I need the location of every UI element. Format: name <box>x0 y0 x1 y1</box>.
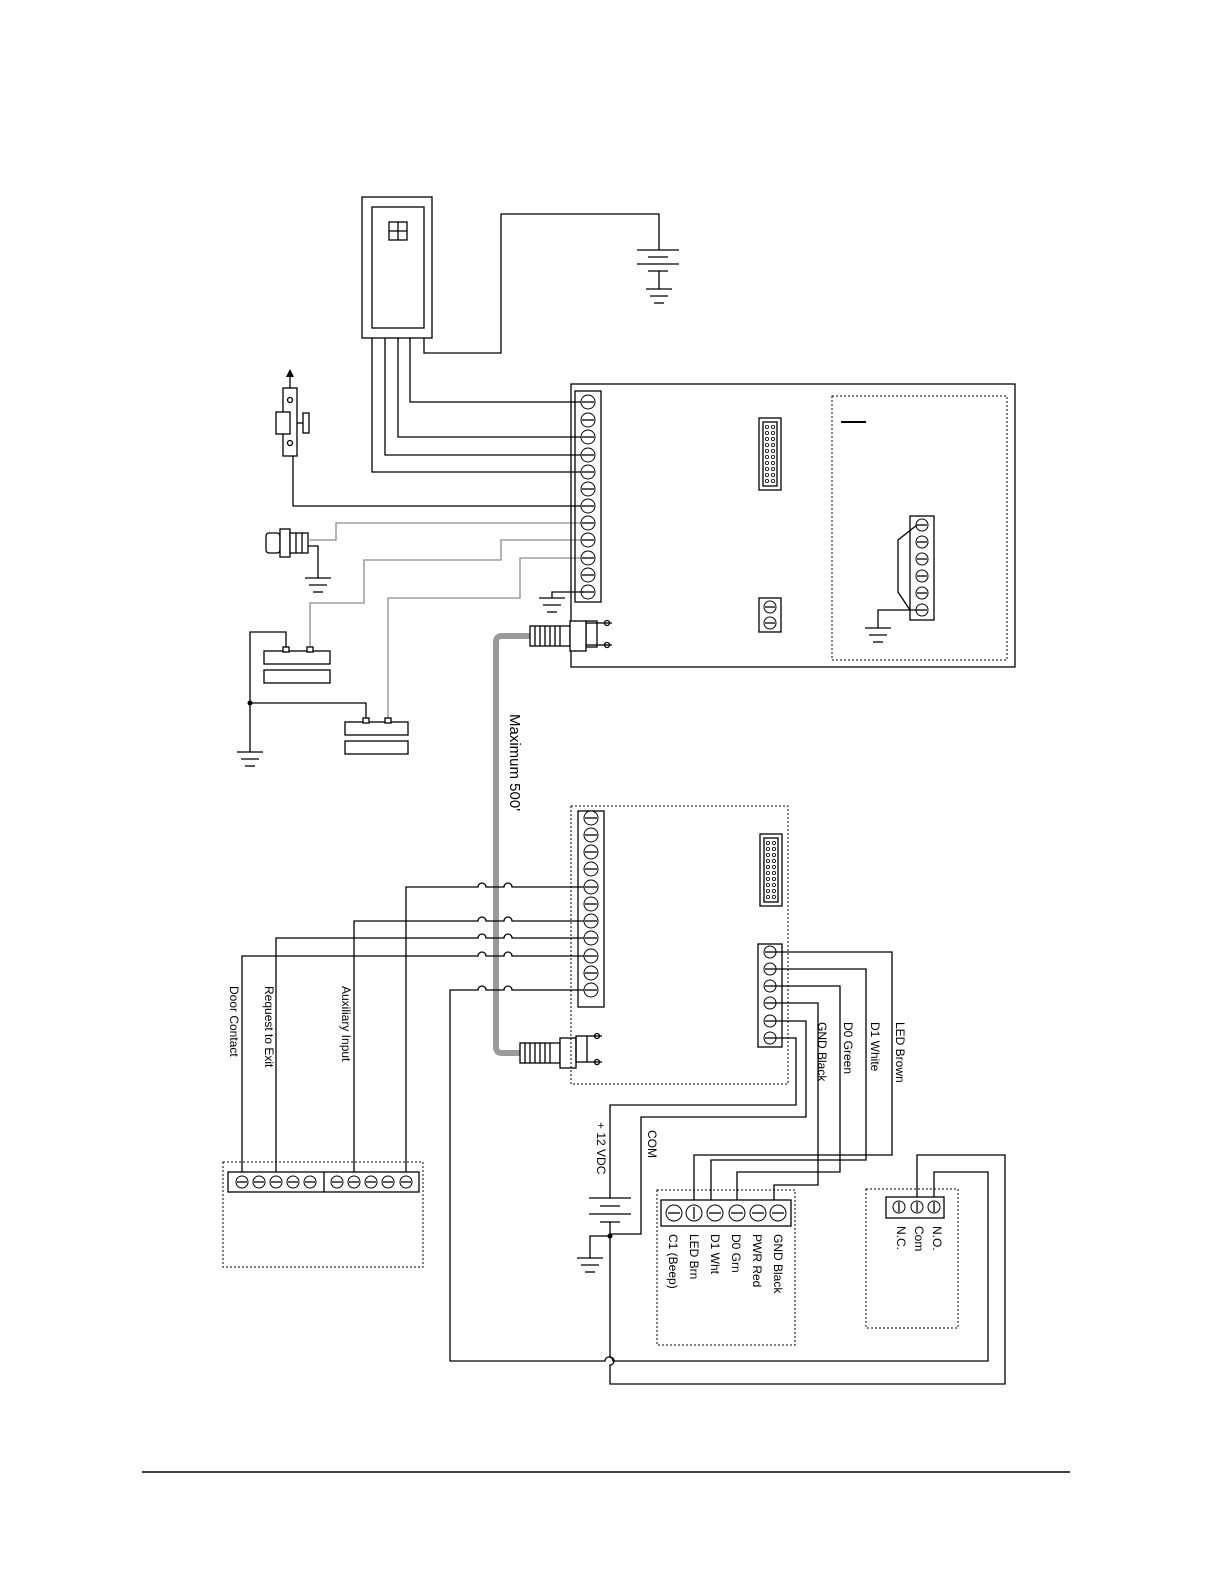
main-controller-board <box>539 384 1015 667</box>
relay-terminal-nc: N.C. <box>894 1226 908 1250</box>
exit-button-icon <box>266 523 584 578</box>
com-label: COM <box>645 1130 659 1158</box>
two-pin-terminal <box>759 598 781 632</box>
ground-symbol <box>305 578 331 592</box>
reader-terminal-d1: D1 Wht <box>708 1234 722 1275</box>
reader-terminal-pwr: PWR Red <box>750 1234 764 1287</box>
input-module <box>223 1162 423 1267</box>
ground-symbol <box>577 1258 603 1272</box>
reader-cable-wires <box>610 952 892 1234</box>
keypad-grid-icon <box>389 222 407 240</box>
aux-contact-sensor <box>248 701 409 755</box>
interconnect-cable <box>496 621 586 1068</box>
cable-plug-top <box>530 621 586 651</box>
reader-terminal-led: LED Brn <box>687 1234 701 1279</box>
auxiliary-input-label: Auxiliary Input <box>339 986 353 1062</box>
ground-symbol <box>237 752 263 766</box>
relay-module <box>866 1189 958 1328</box>
plus-12vdc-label: + 12 VDC <box>594 1122 608 1175</box>
reader-terminal-gnd: GND Black <box>771 1234 785 1294</box>
main-terminal-block <box>581 395 595 599</box>
d0-green-label: D0 Green <box>841 1022 855 1074</box>
relay-terminal-no: N.O. <box>930 1226 944 1251</box>
power-connector <box>586 621 612 648</box>
header-connector <box>759 418 781 490</box>
battery-symbol <box>637 250 679 289</box>
header-connector <box>760 834 782 906</box>
ground-symbol <box>539 598 565 612</box>
option-terminal-block <box>910 516 934 620</box>
ground-symbol <box>865 628 891 642</box>
door-contact-sensor <box>250 632 330 752</box>
cable-plug-bottom <box>520 1038 576 1068</box>
input-module-wires <box>242 883 988 1361</box>
door-contact-label: Door Contact <box>227 986 241 1057</box>
reader-terminal-c1: C1 (Beep) <box>666 1234 680 1289</box>
ground-symbol <box>646 289 672 303</box>
power-connector <box>576 1034 602 1065</box>
keypad-wires <box>372 214 659 472</box>
keypad-reader-unit <box>362 197 432 338</box>
gnd-black-label: GND Black <box>815 1022 829 1082</box>
reader-terminal-block <box>758 944 782 1047</box>
reader-terminal-d0: D0 Grn <box>729 1234 743 1273</box>
remote-module-board <box>571 806 788 1084</box>
led-brown-label: LED Brown <box>893 1022 907 1083</box>
remote-terminal-block <box>584 811 598 997</box>
d1-white-label: D1 White <box>868 1022 882 1072</box>
relay-terminal-com: Com <box>912 1226 926 1251</box>
request-to-exit-label: Request to Exit <box>262 986 276 1068</box>
cable-length-label: Maximum 500' <box>506 714 523 811</box>
